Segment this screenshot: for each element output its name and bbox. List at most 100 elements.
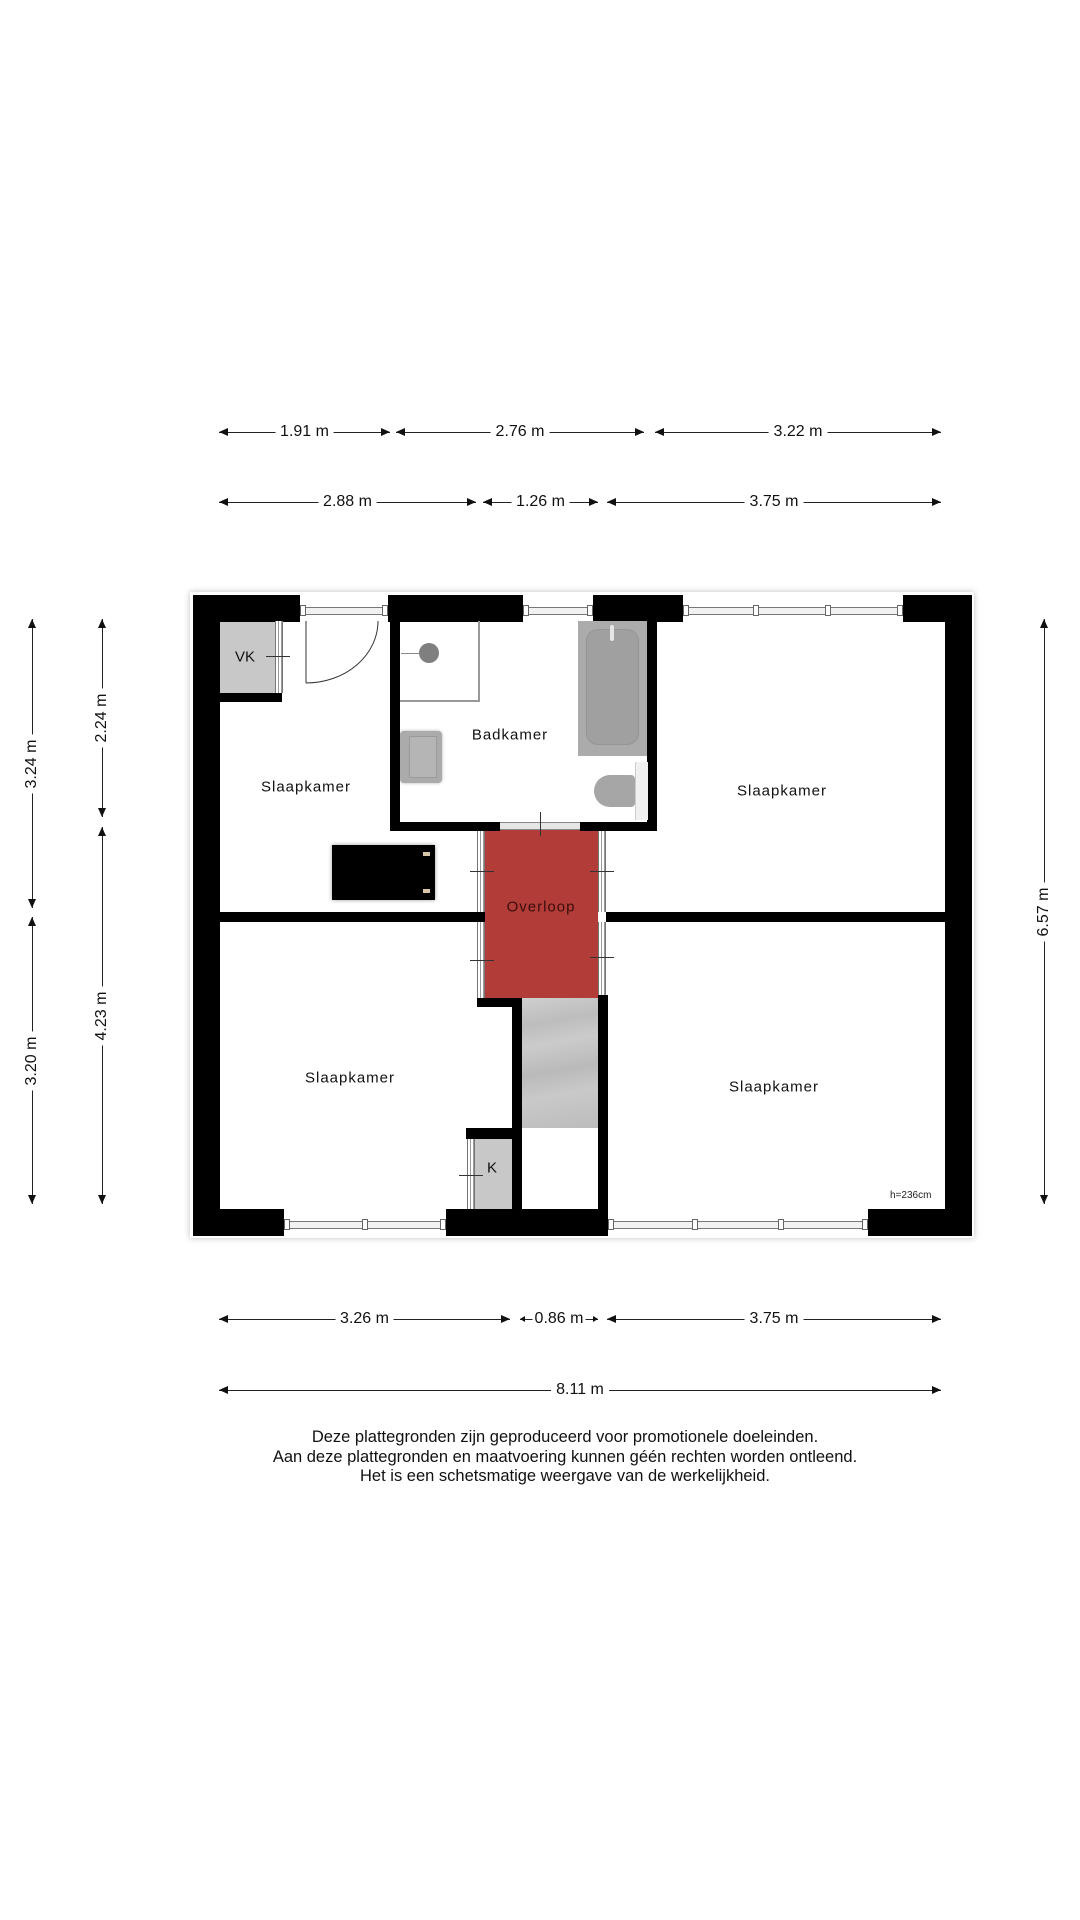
vk-closet-floor: [220, 621, 275, 693]
window-top-3: [683, 595, 903, 622]
wall-middle-right: [606, 912, 945, 922]
dim-line: 1.26 m: [483, 493, 598, 511]
room-label-slaapkamer-bottom-right: Slaapkamer: [728, 1078, 820, 1096]
door-tick: [266, 656, 290, 657]
dim-label: 2.24 m: [93, 688, 111, 748]
dim-label: 1.26 m: [511, 493, 570, 511]
window-top-1: [300, 595, 388, 622]
wall-landing-bottom: [477, 998, 522, 1007]
arrow-right-icon: [932, 428, 941, 436]
disclaimer-line-1: Deze plattegronden zijn geproduceerd voo…: [311, 1428, 819, 1446]
bathtub-icon: [578, 621, 647, 756]
wall-bathroom-right: [647, 595, 657, 831]
wall-top-1: [193, 595, 300, 622]
room-label-overloop: Overloop: [506, 898, 576, 916]
arrow-left-icon: [219, 498, 228, 506]
arrow-left-icon: [219, 1315, 228, 1323]
dim-line: 2.76 m: [396, 423, 644, 441]
dim-label: 3.75 m: [744, 493, 804, 511]
toilet-icon: [594, 775, 635, 807]
arrow-left-icon: [219, 428, 228, 436]
dim-line: 3.75 m: [607, 1310, 941, 1328]
door-swing-icon: [305, 620, 379, 684]
arrow-right-icon: [635, 428, 644, 436]
dim-label: 3.26 m: [335, 1310, 394, 1328]
dim-label: 3.22 m: [768, 423, 828, 441]
room-label-k: K: [486, 1159, 498, 1177]
dim-label: 3.24 m: [23, 734, 41, 793]
door-tick: [470, 960, 494, 961]
arrow-right-icon: [932, 1315, 941, 1323]
vdim-line: 2.24 m: [93, 619, 111, 817]
wall-left: [193, 595, 220, 1236]
wall-bottom-3: [868, 1209, 972, 1236]
arrow-left-icon: [607, 498, 616, 506]
disclaimer-line-2: Aan deze plattegronden en maatvoering ku…: [272, 1447, 858, 1466]
dim-line: 0.86 m: [520, 1310, 598, 1328]
room-label-slaapkamer-top-left: Slaapkamer: [260, 778, 352, 796]
dim-label: 2.76 m: [490, 423, 550, 441]
wall-bottom-2: [446, 1209, 608, 1236]
k-door-frame: [467, 1139, 475, 1209]
disclaimer-line-3: Het is een schetsmatige weergave van de …: [360, 1467, 770, 1485]
arrow-up-icon: [28, 619, 36, 628]
dim-label: 2.88 m: [318, 493, 377, 511]
room-label-badkamer: Badkamer: [471, 726, 549, 744]
dim-line: 3.26 m: [219, 1310, 510, 1328]
arrow-down-icon: [98, 1195, 106, 1204]
room-label-slaapkamer-top-right: Slaapkamer: [736, 782, 828, 800]
shower-pipe: [401, 653, 421, 654]
wall-bathroom-bottom-left: [390, 822, 500, 831]
dim-line: 1.91 m: [219, 423, 390, 441]
door-tick: [470, 871, 494, 872]
arrow-right-icon: [501, 1315, 510, 1323]
arrow-left-icon: [396, 428, 405, 436]
arrow-right-icon: [381, 428, 390, 436]
landing-floor: [485, 830, 598, 998]
arrow-right-icon: [593, 1316, 598, 1322]
arrow-down-icon: [98, 808, 106, 817]
sink-icon: [400, 731, 442, 783]
shower-head-icon: [419, 643, 439, 663]
arrow-down-icon: [1040, 1195, 1048, 1204]
wall-right: [945, 595, 972, 1236]
arrow-down-icon: [28, 1195, 36, 1204]
vdim-line: 6.57 m: [1035, 619, 1053, 1204]
arrow-right-icon: [932, 1386, 941, 1394]
ceiling-height-note: h=236cm: [890, 1190, 932, 1201]
arrow-up-icon: [1040, 619, 1048, 628]
arrow-up-icon: [98, 827, 106, 836]
dim-label: 6.57 m: [1035, 882, 1053, 941]
window-bottom-2: [608, 1209, 868, 1236]
wall-top-3: [593, 595, 683, 622]
arrow-left-icon: [607, 1315, 616, 1323]
room-label-slaapkamer-bottom-left: Slaapkamer: [304, 1069, 396, 1087]
dim-line: 2.88 m: [219, 493, 476, 511]
arrow-up-icon: [28, 917, 36, 926]
wall-middle-left: [220, 912, 485, 922]
arrow-left-icon: [520, 1316, 525, 1322]
bed-icon: [332, 845, 435, 900]
dim-line: 3.22 m: [655, 423, 941, 441]
dim-line: 8.11 m: [219, 1381, 941, 1399]
k-closet-floor: [475, 1139, 512, 1209]
shower-area: [400, 621, 480, 702]
toilet-cistern: [635, 762, 648, 820]
wall-bathroom-bottom-right: [580, 822, 657, 831]
arrow-right-icon: [932, 498, 941, 506]
vdim-line: 3.20 m: [23, 917, 41, 1204]
wall-stair-right: [598, 995, 608, 1209]
dim-label: 3.75 m: [744, 1310, 804, 1328]
vk-door-frame: [275, 621, 283, 693]
wall-bottom-1: [193, 1209, 284, 1236]
arrow-down-icon: [28, 899, 36, 908]
arrow-right-icon: [589, 498, 598, 506]
dim-line: 3.75 m: [607, 493, 941, 511]
wall-top-2: [388, 595, 523, 622]
wall-k-top: [466, 1128, 512, 1139]
arrow-left-icon: [219, 1386, 228, 1394]
dim-label: 3.20 m: [23, 1031, 41, 1090]
dim-label: 8.11 m: [551, 1381, 609, 1399]
dim-label: 1.91 m: [275, 423, 334, 441]
door-tick: [590, 957, 614, 958]
